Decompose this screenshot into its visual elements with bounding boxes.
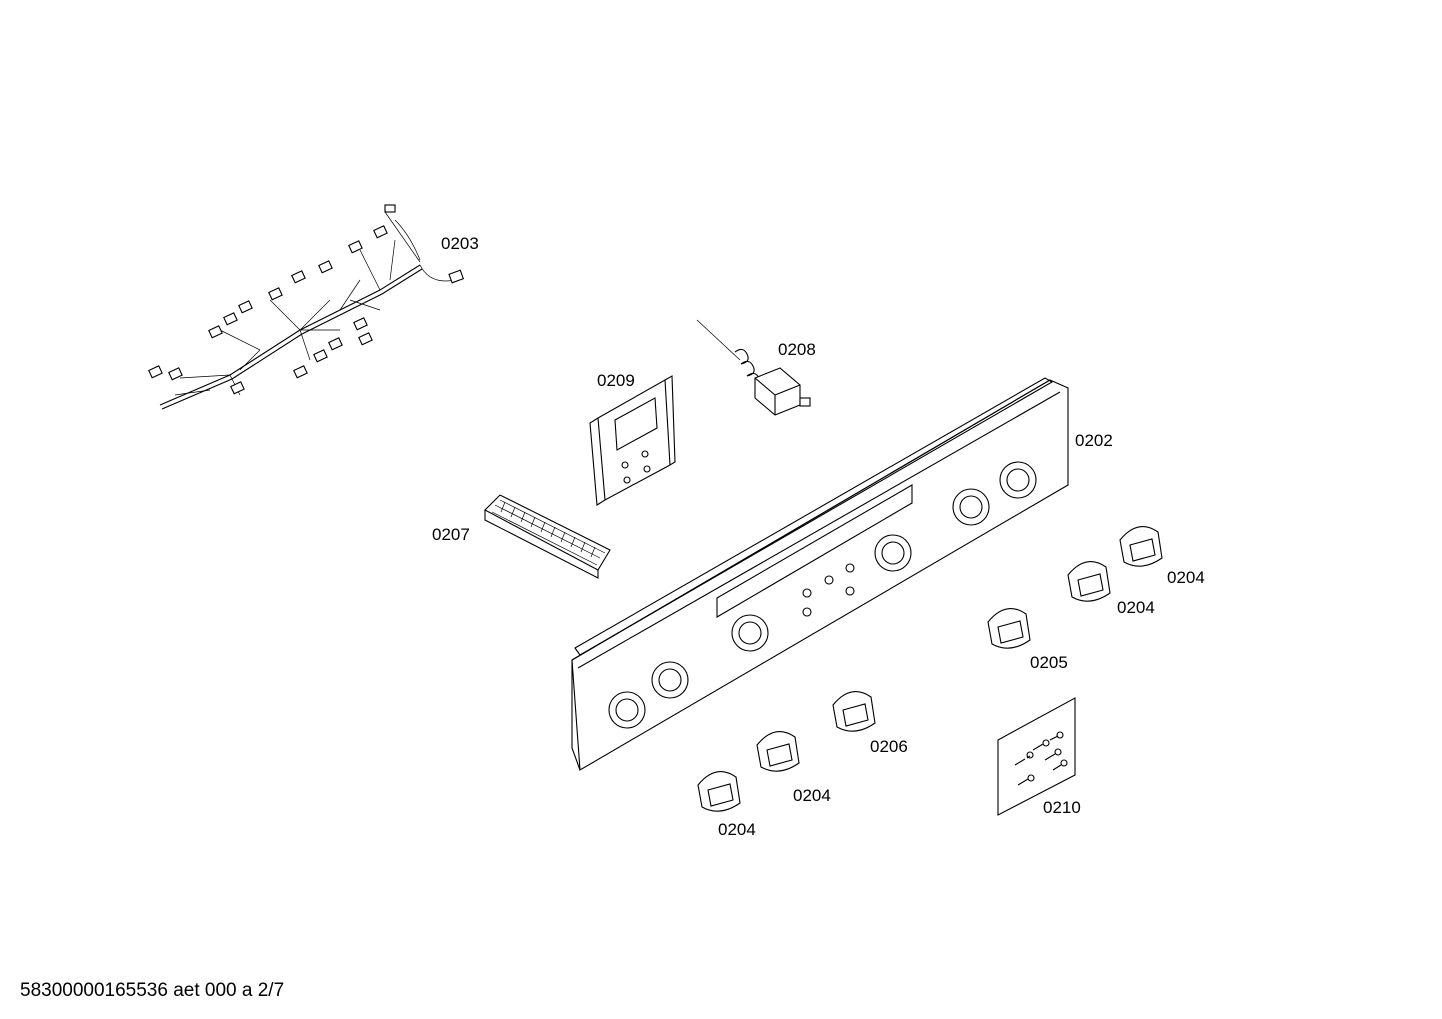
label-0205: 0205 [1030, 653, 1068, 672]
knob-0204-middle [756, 731, 800, 772]
label-0202: 0202 [1075, 431, 1113, 450]
screw-set-0210 [997, 697, 1076, 816]
label-0206: 0206 [870, 737, 908, 756]
label-0210: 0210 [1043, 798, 1081, 817]
knob-0206 [832, 691, 876, 732]
document-footer: 58300000165536 aet 000 a 2/7 [20, 980, 285, 1001]
label-0209: 0209 [597, 371, 635, 390]
label-0204-far-right: 0204 [1167, 568, 1205, 587]
knob-0204-right [1067, 561, 1111, 602]
control-panel-0202 [571, 377, 1069, 771]
knob-0204-far-right [1119, 526, 1163, 567]
label-0204-right: 0204 [1117, 598, 1155, 617]
label-0204-middle: 0204 [793, 786, 831, 805]
wiring-harness-0203 [148, 204, 465, 410]
thermostat-0208 [696, 319, 811, 416]
knob-0205 [987, 608, 1031, 649]
label-0208: 0208 [778, 340, 816, 359]
electronic-module-0209 [589, 375, 676, 506]
label-0207: 0207 [432, 525, 470, 544]
label-0203: 0203 [441, 234, 479, 253]
label-0204-left: 0204 [718, 820, 756, 839]
knob-0204-left [697, 771, 741, 812]
terminal-block-0207 [484, 494, 611, 579]
